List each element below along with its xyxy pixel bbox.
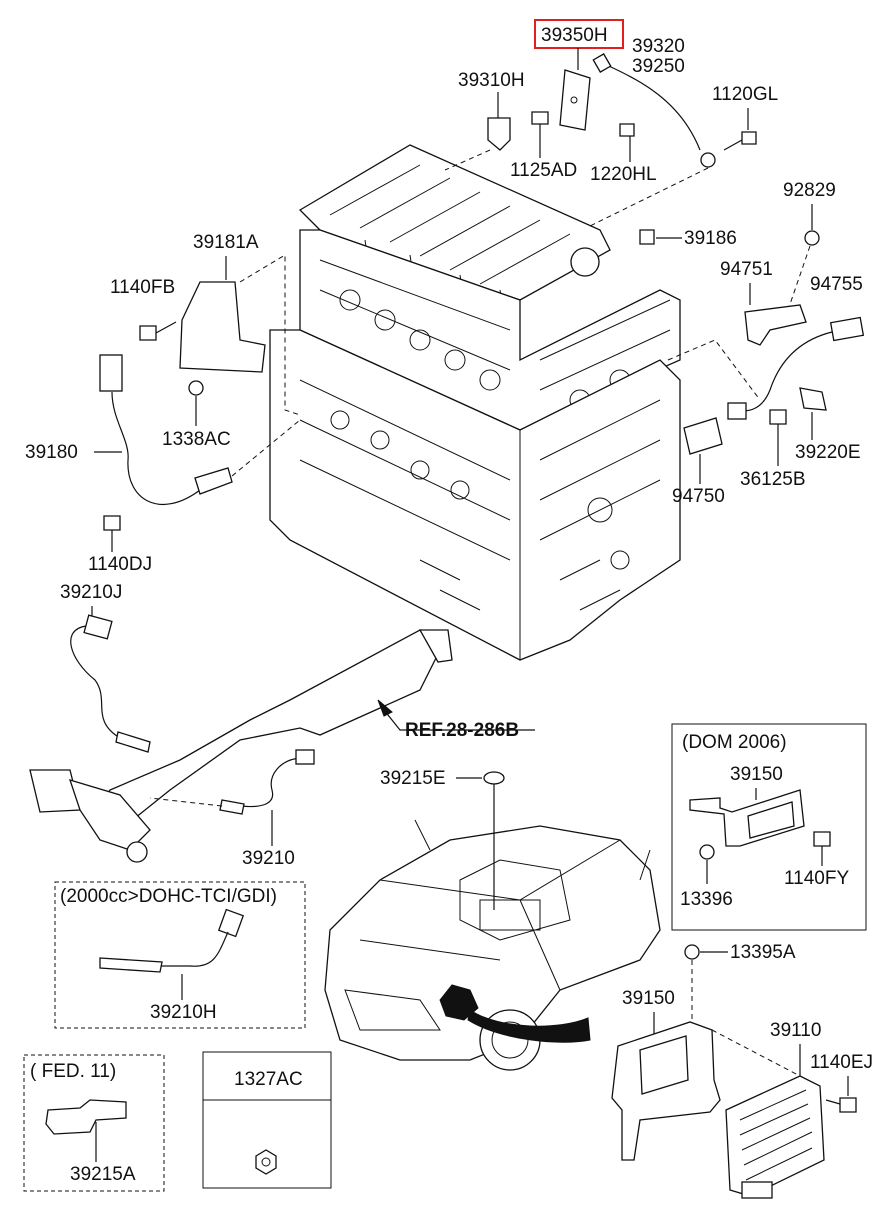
label-1327AC[interactable]: 1327AC <box>234 1069 303 1090</box>
bracket-39215A <box>45 1099 127 1135</box>
label-39320[interactable]: 39320 <box>632 36 685 57</box>
fed11-option-box <box>23 1054 165 1192</box>
label-94755[interactable]: 94755 <box>810 274 863 295</box>
bolt-1140FY <box>813 831 831 847</box>
bolt-1140DJ <box>103 515 121 531</box>
label-92829[interactable]: 92829 <box>783 180 836 201</box>
label-13395A[interactable]: 13395A <box>730 942 796 963</box>
sensor-wire-94755 <box>739 331 833 412</box>
part-1327AC-box <box>202 1051 332 1189</box>
bolt-1220HL <box>619 123 635 137</box>
ecu-39110 <box>725 1075 825 1197</box>
label-1120GL[interactable]: 1120GL <box>712 84 778 105</box>
nut-13396 <box>699 844 715 860</box>
label-1338AC[interactable]: 1338AC <box>162 429 231 450</box>
cam-position-sensor <box>487 117 511 151</box>
label-13396[interactable]: 13396 <box>680 889 733 910</box>
label-39250[interactable]: 39250 <box>632 56 685 77</box>
label-39210H[interactable]: 39210H <box>150 1002 217 1023</box>
label-39210J[interactable]: 39210J <box>60 582 122 603</box>
reference-label[interactable]: REF.28-286B <box>405 720 519 741</box>
label-36125B[interactable]: 36125B <box>740 469 806 490</box>
o2-sensor-39210J <box>115 731 151 753</box>
o2-sensor-connector-39210J <box>83 614 113 640</box>
ecu-bracket-39150-dom <box>689 789 805 847</box>
crank-position-sensor <box>194 467 233 495</box>
label-39220E[interactable]: 39220E <box>795 442 861 463</box>
nut-1327AC <box>255 1149 277 1175</box>
label-39150[interactable]: 39150 <box>622 988 675 1009</box>
bracket-94751 <box>744 304 807 346</box>
dohc-box-title[interactable]: (2000cc>DOHC-TCI/GDI) <box>60 886 277 907</box>
bolt-1140EJ <box>839 1097 857 1113</box>
dom2006-option-box <box>671 723 867 931</box>
label-94751[interactable]: 94751 <box>720 259 773 280</box>
label-1140FB[interactable]: 1140FB <box>110 277 175 298</box>
bolt-1120GL <box>741 131 757 145</box>
o2-sensor-wire-39210 <box>239 757 301 808</box>
o2-sensor-39210H <box>99 957 163 973</box>
nut-13395A <box>684 944 700 960</box>
engine-block-drawing <box>269 144 681 661</box>
oil-pressure-switch-94750 <box>683 417 723 455</box>
label-94750[interactable]: 94750 <box>672 486 725 507</box>
label-1220HL[interactable]: 1220HL <box>590 164 657 185</box>
bolt-36125B <box>769 409 787 425</box>
bolt-1140FB <box>139 325 157 341</box>
screw-92829 <box>804 230 820 246</box>
label-1140FY[interactable]: 1140FY <box>784 868 849 889</box>
o2-sensor-39210 <box>219 799 245 815</box>
fed11-box-title[interactable]: ( FED. 11) <box>30 1061 116 1082</box>
dom2006-box-title[interactable]: (DOM 2006) <box>682 732 787 753</box>
crank-sensor-wire <box>111 391 201 506</box>
label-39110[interactable]: 39110 <box>770 1020 821 1041</box>
label-39150-dom[interactable]: 39150 <box>730 764 783 785</box>
knock-sensor-wire <box>599 61 701 151</box>
label-1125AD[interactable]: 1125AD <box>510 160 577 181</box>
label-1140EJ[interactable]: 1140EJ <box>810 1052 873 1073</box>
ecu-bracket-39150 <box>611 1021 721 1161</box>
exhaust-catalytic-converter <box>88 629 441 831</box>
highlight-box <box>534 19 624 49</box>
label-39186[interactable]: 39186 <box>684 228 737 249</box>
label-39350H[interactable]: 39350H <box>541 25 608 46</box>
ecu-location-arrow <box>467 1009 591 1043</box>
crank-sensor-connector <box>99 354 123 392</box>
label-39180[interactable]: 39180 <box>25 442 78 463</box>
dohc-option-box <box>54 881 306 1029</box>
label-39210[interactable]: 39210 <box>242 848 295 869</box>
o2-sensor-wire-39210J <box>70 625 121 739</box>
heat-shield-39181A <box>179 281 266 373</box>
label-39215E[interactable]: 39215E <box>380 768 446 789</box>
nut-1338AC <box>188 380 204 396</box>
connector-94755 <box>829 316 865 342</box>
label-1140DJ[interactable]: 1140DJ <box>88 554 152 575</box>
camshaft-sensor-plate <box>559 69 591 131</box>
vehicle-drawing <box>324 819 661 1071</box>
bolt-1125AD <box>531 111 549 125</box>
sensor-39220E <box>799 387 827 411</box>
label-39310H[interactable]: 39310H <box>458 70 525 91</box>
ecu-location-marker <box>439 984 479 1021</box>
label-39181A[interactable]: 39181A <box>193 232 259 253</box>
label-39215A[interactable]: 39215A <box>70 1164 136 1185</box>
grommet-39215E <box>483 771 505 785</box>
bolt-39186 <box>639 229 655 245</box>
exhaust-manifold-flange <box>29 769 81 813</box>
